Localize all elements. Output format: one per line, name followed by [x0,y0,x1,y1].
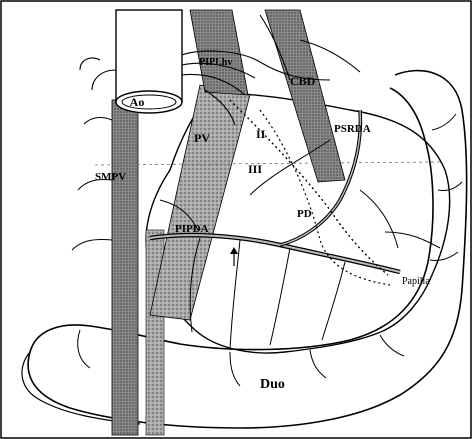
label-psrda: PSRDA [334,123,371,135]
label-pv: PV [194,131,210,145]
label-cbd: CBD [290,74,316,88]
sma-vessel [146,230,164,435]
label-ao: Ao [130,95,145,109]
label-duo: Duo [260,377,285,392]
label-ii: II [256,127,266,141]
aorta [116,10,182,113]
smv-vessel [112,100,138,435]
label-papilla: Papilla [402,276,430,287]
label-pd: PD [297,208,312,220]
label-iii: III [248,162,262,176]
label-piplhv: PIPLhv [199,57,232,68]
label-smpv: SMPV [95,171,126,183]
label-pipda: PIPDA [175,223,209,235]
